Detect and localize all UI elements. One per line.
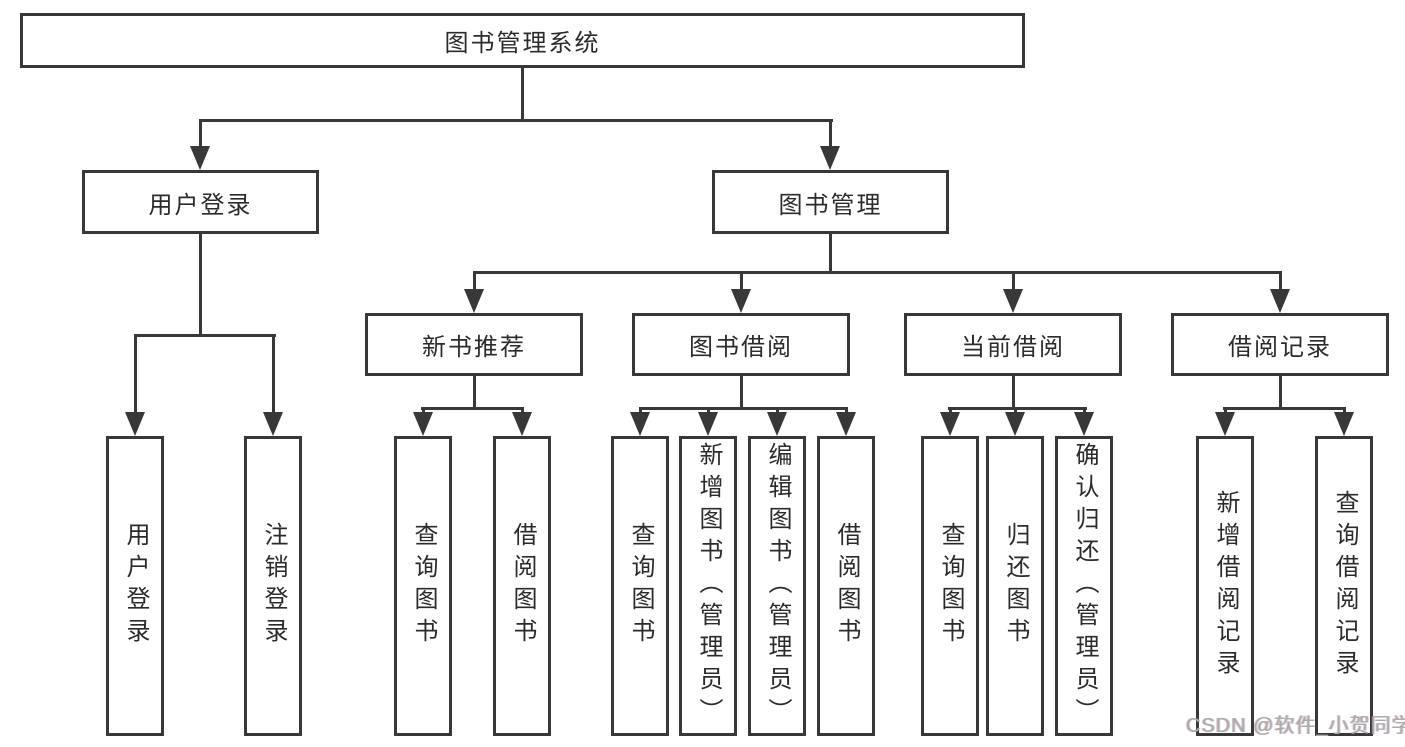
leaf-add-books-admin: 新增图书（管理员） <box>679 436 737 736</box>
leaf-user-login: 用户登录 <box>106 436 164 736</box>
arrowhead <box>125 412 145 436</box>
leaf-query-books-newbook: 查询图书 <box>394 436 452 736</box>
connector-line <box>473 271 1282 274</box>
node-current-borrow: 当前借阅 <box>904 313 1122 376</box>
arrowhead <box>413 412 433 436</box>
connector-line <box>272 334 275 416</box>
arrowhead <box>820 146 840 170</box>
connector-line <box>521 68 524 120</box>
connector-line <box>845 407 848 416</box>
connector-line <box>473 376 476 408</box>
connector-line <box>948 407 1087 410</box>
arrowhead <box>1074 412 1094 436</box>
connector-line <box>199 119 202 150</box>
node-label: 图书借阅 <box>689 334 793 361</box>
node-label: 当前借阅 <box>961 334 1065 361</box>
node-label: 新书推荐 <box>422 334 526 361</box>
leaf-logout: 注销登录 <box>244 436 302 736</box>
connector-line <box>134 334 137 416</box>
connector-line <box>473 271 476 291</box>
connector-line <box>1012 271 1015 291</box>
connector-line <box>776 407 779 416</box>
leaf-borrow-books: 借阅图书 <box>817 436 875 736</box>
leaf-edit-books-admin: 编辑图书（管理员） <box>748 436 806 736</box>
connector-line <box>829 119 832 150</box>
arrowhead <box>1005 412 1025 436</box>
leaf-add-borrow-record: 新增借阅记录 <box>1196 436 1254 736</box>
arrowhead <box>731 289 751 313</box>
leaf-label: 查询图书 <box>627 522 654 650</box>
leaf-label: 查询图书 <box>410 522 437 650</box>
connector-line <box>422 407 425 416</box>
connector-line <box>639 407 848 410</box>
leaf-label: 编辑图书（管理员） <box>764 442 791 730</box>
connector-line <box>639 407 642 416</box>
node-new-book-recommend: 新书推荐 <box>365 313 583 376</box>
arrowhead <box>1003 289 1023 313</box>
arrowhead <box>1334 412 1354 436</box>
leaf-query-borrow-record: 查询借阅记录 <box>1315 436 1373 736</box>
connector-line <box>707 407 710 416</box>
arrowhead <box>630 412 650 436</box>
connector-line <box>1083 407 1086 416</box>
connector-line <box>949 407 952 416</box>
arrowhead <box>263 412 283 436</box>
arrowhead <box>767 412 787 436</box>
node-user-login: 用户登录 <box>82 170 319 234</box>
connector-line <box>740 271 743 291</box>
connector-line <box>1014 407 1017 416</box>
csdn-watermark: CSDN @软件_小贺同学 <box>1186 715 1405 737</box>
arrowhead <box>464 289 484 313</box>
arrowhead <box>940 412 960 436</box>
arrowhead <box>836 412 856 436</box>
node-label: 图书管理系统 <box>444 30 601 57</box>
connector-line <box>199 119 833 122</box>
node-borrow-record: 借阅记录 <box>1171 313 1389 376</box>
leaf-return-books: 归还图书 <box>986 436 1044 736</box>
connector-line <box>740 376 743 408</box>
leaf-label: 查询图书 <box>937 522 964 650</box>
connector-line <box>1279 271 1282 291</box>
arrowhead <box>698 412 718 436</box>
node-label: 借阅记录 <box>1228 334 1332 361</box>
connector-line <box>199 234 202 335</box>
leaf-label: 确认归还（管理员） <box>1071 442 1098 730</box>
leaf-label: 查询借阅记录 <box>1331 490 1358 682</box>
leaf-label: 借阅图书 <box>833 522 860 650</box>
connector-line <box>1223 407 1346 410</box>
leaf-label: 新增图书（管理员） <box>695 442 722 730</box>
leaf-label: 借阅图书 <box>509 522 536 650</box>
arrowhead <box>512 412 532 436</box>
arrowhead <box>190 146 210 170</box>
connector-line <box>1224 407 1227 416</box>
node-library-management-system: 图书管理系统 <box>20 13 1025 68</box>
leaf-label: 用户登录 <box>122 522 149 650</box>
arrowhead <box>1270 289 1290 313</box>
connector-line <box>1343 407 1346 416</box>
connector-line <box>134 334 276 337</box>
connector-line <box>1012 376 1015 408</box>
connector-line <box>421 407 524 410</box>
node-book-borrow: 图书借阅 <box>632 313 850 376</box>
node-label: 用户登录 <box>148 191 253 219</box>
leaf-confirm-return-admin: 确认归还（管理员） <box>1055 436 1113 736</box>
leaf-label: 注销登录 <box>260 522 287 650</box>
connector-line <box>521 407 524 416</box>
leaf-query-books-current: 查询图书 <box>921 436 979 736</box>
leaf-label: 归还图书 <box>1002 522 1029 650</box>
leaf-label: 新增借阅记录 <box>1212 490 1239 682</box>
node-book-management: 图书管理 <box>712 170 949 234</box>
arrowhead <box>1215 412 1235 436</box>
connector-line <box>1279 376 1282 408</box>
leaf-query-books-borrow: 查询图书 <box>611 436 669 736</box>
node-label: 图书管理 <box>778 191 883 219</box>
connector-line <box>829 234 832 272</box>
leaf-borrow-books-newbook: 借阅图书 <box>493 436 551 736</box>
